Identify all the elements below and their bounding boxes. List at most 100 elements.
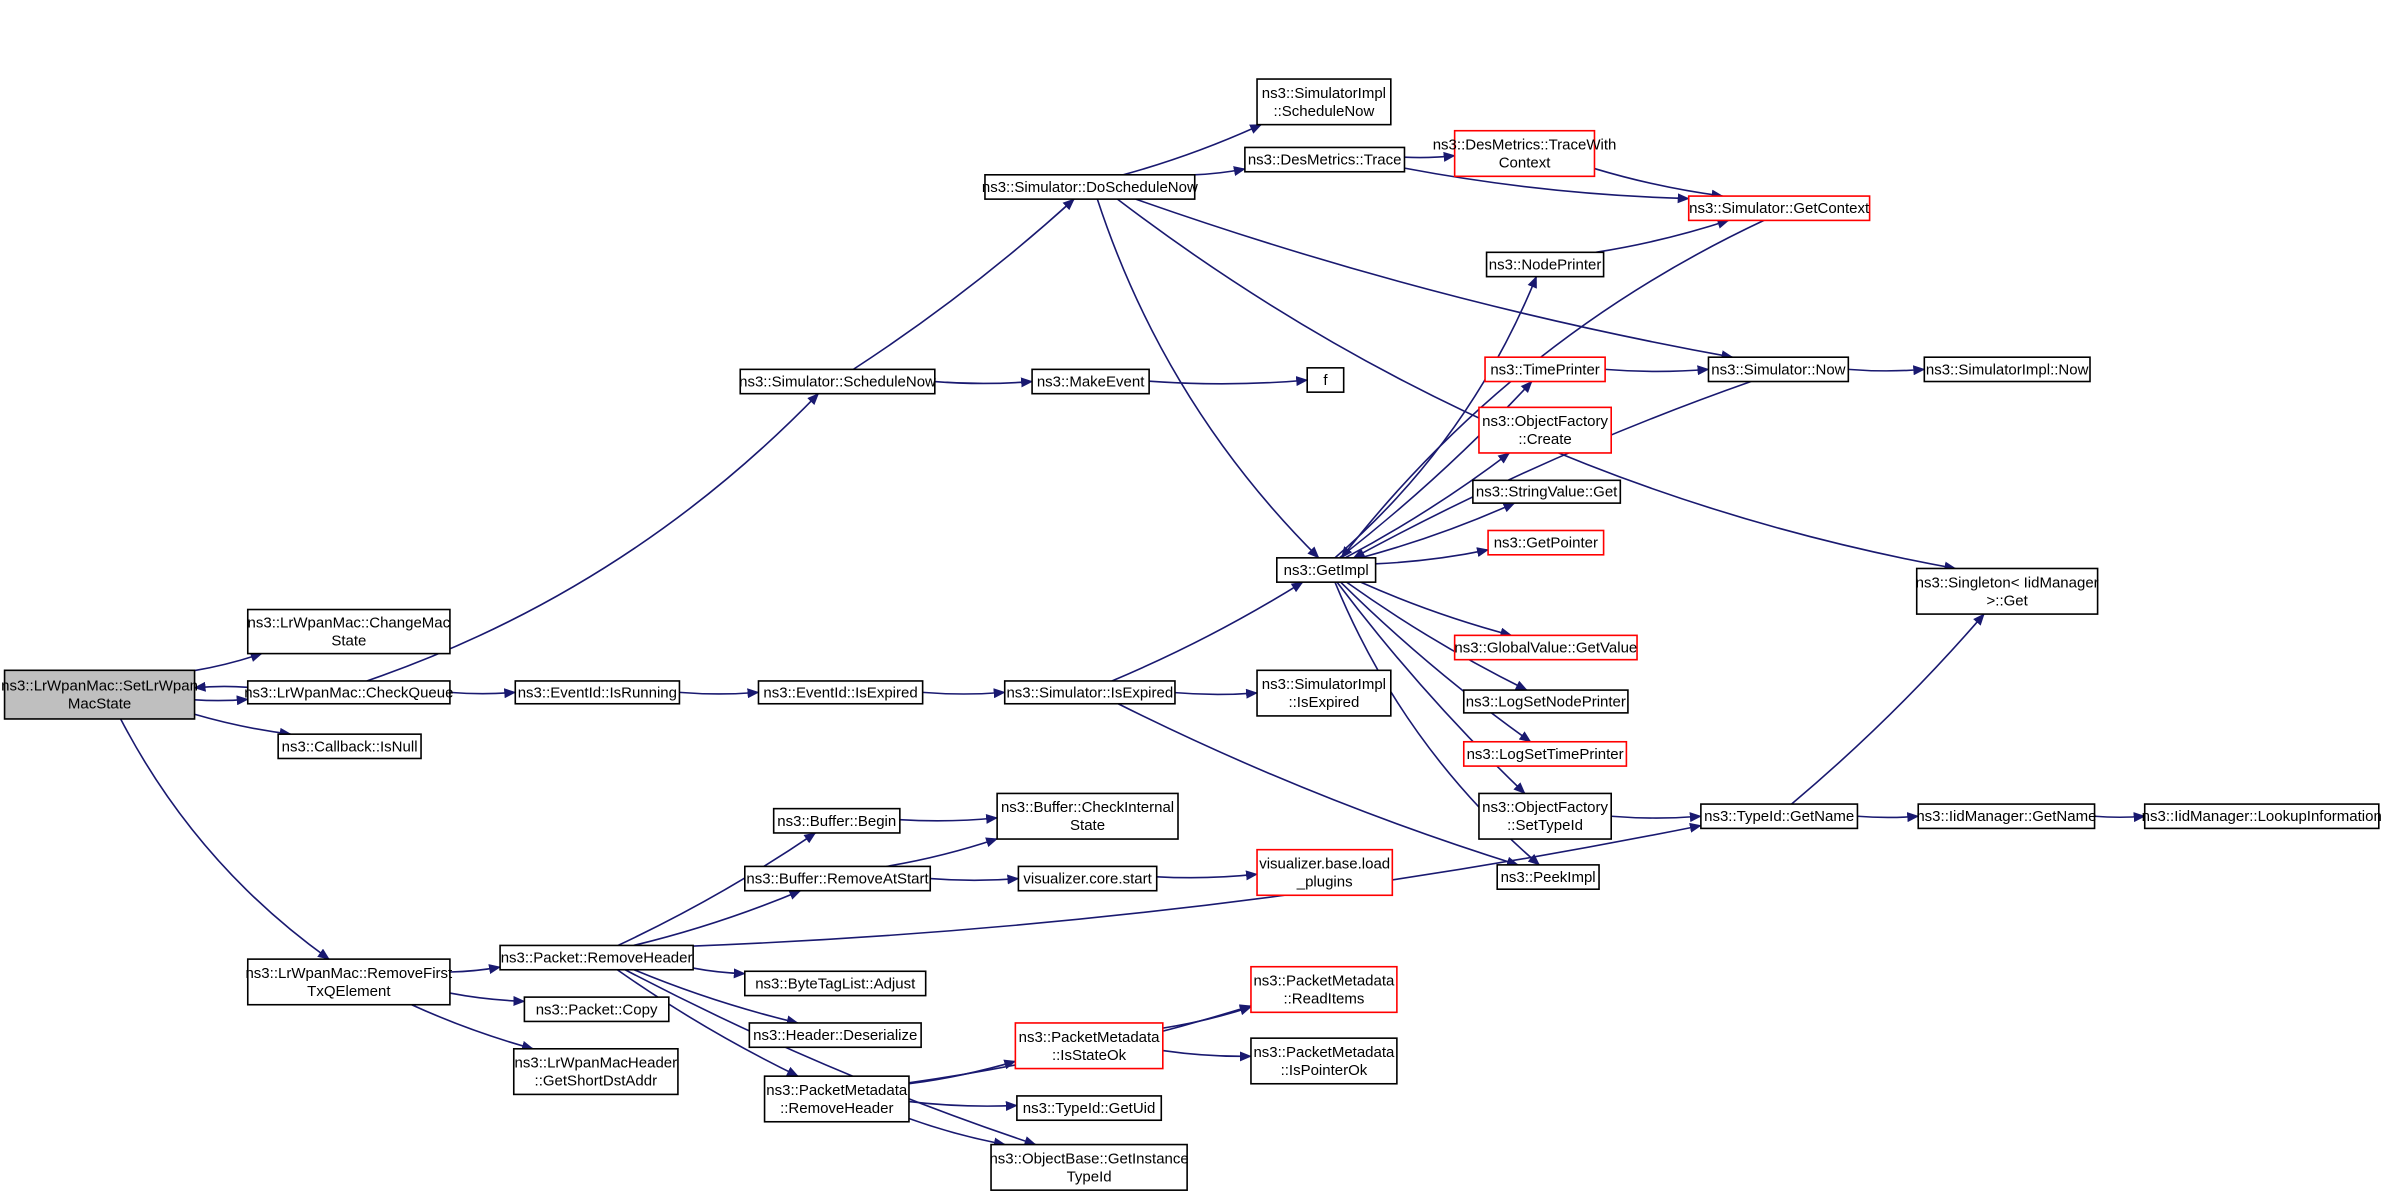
node-sim_schedulenow[interactable]: ns3::Simulator::ScheduleNow [739, 368, 936, 395]
node-label: ns3::Simulator::DoScheduleNow [982, 179, 1198, 196]
node-f[interactable]: f [1306, 367, 1345, 393]
node-viz_base_load[interactable]: visualizer.base.load_plugins [1256, 848, 1394, 897]
node-box [763, 1075, 910, 1123]
node-viz_core_start[interactable]: visualizer.core.start [1017, 865, 1158, 892]
node-box [772, 807, 901, 834]
node-iidmanager_lookup[interactable]: ns3::IidManager::LookupInformation [2142, 803, 2382, 830]
node-packet_copy[interactable]: ns3::Packet::Copy [523, 996, 670, 1023]
node-buffer_removeatstart[interactable]: ns3::Buffer::RemoveAtStart [743, 865, 932, 892]
node-simimpl_schedulenow[interactable]: ns3::SimulatorImpl::ScheduleNow [1256, 78, 1392, 126]
node-peekimpl[interactable]: ns3::PeekImpl [1496, 864, 1600, 891]
node-label: ns3::StringValue::Get [1476, 484, 1618, 501]
node-box [1306, 367, 1345, 393]
node-label: ns3::TypeId::GetName [1704, 808, 1854, 825]
node-buffer_begin[interactable]: ns3::Buffer::Begin [772, 807, 901, 834]
edge-getimpl-to-nodeprinter [1334, 275, 1538, 559]
edge-desmetrics_trace-to-sim_getcontext [1404, 167, 1690, 204]
node-timeprinter[interactable]: ns3::TimePrinter [1484, 356, 1606, 383]
node-getimpl[interactable]: ns3::GetImpl [1276, 557, 1377, 583]
node-box [757, 680, 924, 705]
node-box [1014, 1022, 1164, 1070]
node-box [1256, 669, 1392, 717]
node-globalvalue_getvalue[interactable]: ns3::GlobalValue::GetValue [1453, 634, 1638, 661]
node-nodeprinter[interactable]: ns3::NodePrinter [1485, 251, 1605, 278]
node-pktmeta_removeheader[interactable]: ns3::PacketMetadata::RemoveHeader [763, 1075, 910, 1123]
node-objfactory_create[interactable]: ns3::ObjectFactory::Create [1478, 406, 1612, 454]
edge-buffer_begin-to-buffer_checkinternal [899, 813, 999, 824]
node-label: ::IsExpired [1288, 694, 1359, 711]
node-label: f [1323, 372, 1328, 389]
node-box [1484, 356, 1606, 383]
node-label: ns3::PacketMetadata [1253, 973, 1395, 990]
node-checkqueue[interactable]: ns3::LrWpanMac::CheckQueue [244, 680, 453, 705]
node-label: ns3::Simulator::ScheduleNow [739, 374, 936, 391]
node-label: ns3::LogSetNodePrinter [1466, 693, 1626, 710]
node-label: visualizer.core.start [1023, 871, 1152, 888]
node-sim_doschedulenow[interactable]: ns3::Simulator::DoScheduleNow [982, 174, 1198, 200]
node-label: ns3::IidManager::GetName [1916, 808, 2096, 825]
node-label: ns3::Simulator::GetContext [1689, 200, 1870, 217]
node-label: ns3::DesMetrics::TraceWith [1433, 137, 1617, 154]
edge-getimpl-to-getpointer [1375, 547, 1490, 565]
edge-makeevent-to-f [1149, 376, 1309, 387]
node-pktmeta_ispointerok[interactable]: ns3::PacketMetadata::IsPointerOk [1250, 1037, 1398, 1085]
node-label: ns3::PacketMetadata [1019, 1029, 1161, 1046]
node-typeid_getname[interactable]: ns3::TypeId::GetName [1700, 803, 1859, 830]
edge-packet_removeheader-to-buffer_begin [617, 832, 817, 947]
node-sim_getcontext[interactable]: ns3::Simulator::GetContext [1687, 195, 1871, 222]
node-desmetrics_trace[interactable]: ns3::DesMetrics::Trace [1244, 146, 1406, 173]
node-box [1003, 680, 1176, 705]
node-box [1478, 406, 1612, 454]
node-makeevent[interactable]: ns3::MakeEvent [1031, 368, 1150, 395]
node-label: _plugins [1296, 873, 1353, 890]
node-label: ns3::TypeId::GetUid [1023, 1100, 1156, 1117]
node-eventid_isrunning[interactable]: ns3::EventId::IsRunning [514, 680, 681, 705]
node-objfactory_settypeid[interactable]: ns3::ObjectFactory::SetTypeId [1478, 792, 1612, 840]
node-label: TxQElement [307, 983, 391, 1000]
node-label: ns3::LogSetTimePrinter [1467, 746, 1624, 763]
node-header_deserialize[interactable]: ns3::Header::Deserialize [748, 1022, 922, 1049]
node-label: ns3::NodePrinter [1489, 256, 1602, 273]
node-packet_removeheader[interactable]: ns3::Packet::RemoveHeader [499, 944, 694, 971]
node-box [512, 1048, 679, 1096]
node-pktmeta_readitems[interactable]: ns3::PacketMetadata::ReadItems [1250, 965, 1398, 1014]
node-sim_isexpired[interactable]: ns3::Simulator::IsExpired [1003, 680, 1176, 705]
node-singleton_get[interactable]: ns3::Singleton< IidManager >::Get [1916, 567, 2099, 615]
node-eventid_isexpired[interactable]: ns3::EventId::IsExpired [757, 680, 924, 705]
node-box [1487, 529, 1605, 556]
node-simimpl_now[interactable]: ns3::SimulatorImpl::Now [1923, 356, 2091, 383]
node-logsetnodeprinter[interactable]: ns3::LogSetNodePrinter [1462, 689, 1629, 714]
edge-pktmeta_removeheader-to-typeid_getuid [908, 1100, 1018, 1111]
node-box [1462, 689, 1629, 714]
node-box [246, 958, 451, 1006]
node-callbackisnull[interactable]: ns3::Callback::IsNull [277, 733, 422, 760]
node-label: ns3::SimulatorImpl [1262, 85, 1386, 102]
node-simimpl_isexpired[interactable]: ns3::SimulatorImpl::IsExpired [1256, 669, 1392, 717]
node-typeid_getuid[interactable]: ns3::TypeId::GetUid [1016, 1095, 1163, 1122]
node-label: ns3::GetImpl [1284, 562, 1369, 579]
edge-sim_now-to-simimpl_now [1848, 365, 1926, 376]
node-label: TypeId [1067, 1168, 1112, 1185]
edge-sim_doschedulenow-to-desmetrics_trace [1194, 166, 1246, 176]
node-iidmanager_getname[interactable]: ns3::IidManager::GetName [1916, 803, 2096, 830]
node-stringvalue_get[interactable]: ns3::StringValue::Get [1472, 479, 1622, 504]
edge-setmacstate-to-checkqueue [194, 695, 249, 706]
node-logsettimeprinter[interactable]: ns3::LogSetTimePrinter [1462, 740, 1628, 767]
node-box [1478, 792, 1612, 840]
edge-iidmanager_getname-to-iidmanager_lookup [2094, 812, 2146, 823]
node-label: ns3::LrWpanMac::ChangeMac [248, 615, 451, 632]
node-sim_now[interactable]: ns3::Simulator::Now [1707, 356, 1850, 383]
node-box [1707, 356, 1850, 383]
node-getpointer[interactable]: ns3::GetPointer [1487, 529, 1605, 556]
node-lrwpanmacheader[interactable]: ns3::LrWpanMacHeader::GetShortDstAddr [512, 1048, 679, 1096]
node-bytetaglist_adjust[interactable]: ns3::ByteTagList::Adjust [743, 970, 927, 997]
node-pktmeta_isstateok[interactable]: ns3::PacketMetadata::IsStateOk [1014, 1022, 1164, 1070]
edge-removefirst-to-packet_copy [449, 992, 526, 1006]
node-label: ns3::IidManager::LookupInformation [2142, 808, 2382, 825]
